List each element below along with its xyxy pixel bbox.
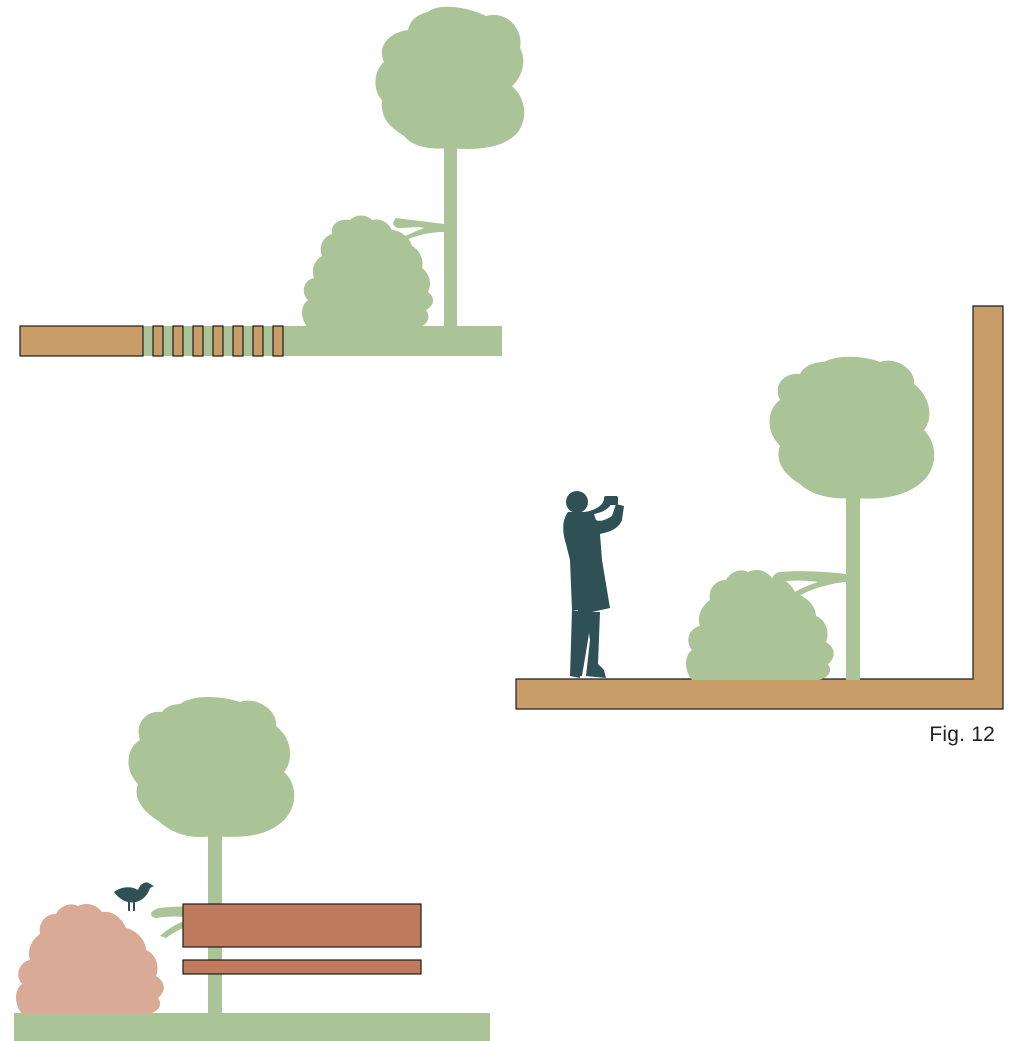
wooden-slat (273, 326, 283, 356)
bird-silhouette (114, 882, 154, 911)
bird-body (114, 882, 154, 902)
person-head (566, 491, 588, 513)
ground-strip-bottom (14, 1013, 490, 1041)
tree-trunk (444, 140, 457, 328)
person-legs (570, 610, 606, 678)
person-silhouette (563, 491, 624, 678)
bench-backrest (183, 904, 421, 947)
ground-strip-top (282, 326, 502, 356)
tree-trunk (846, 490, 860, 680)
wooden-plank (20, 326, 143, 356)
wooden-slat (153, 326, 163, 356)
bench (183, 904, 421, 974)
bench-seat (183, 960, 421, 974)
shrub-pink (16, 904, 164, 1014)
scene-top-left (20, 7, 524, 356)
tree-canopy (770, 357, 935, 499)
bird-leg (133, 901, 135, 911)
wooden-slats (153, 326, 283, 356)
wooden-slat (233, 326, 243, 356)
bird-leg (128, 901, 130, 911)
figure-caption: Fig. 12 (929, 723, 995, 747)
camera-icon (604, 496, 618, 505)
scene-right (516, 306, 1003, 709)
tree-canopy (375, 7, 524, 149)
wooden-slat (193, 326, 203, 356)
wooden-slat (213, 326, 223, 356)
wooden-slat (173, 326, 183, 356)
tree-canopy (128, 697, 294, 837)
wooden-slat (253, 326, 263, 356)
scene-bottom-left (14, 697, 490, 1041)
